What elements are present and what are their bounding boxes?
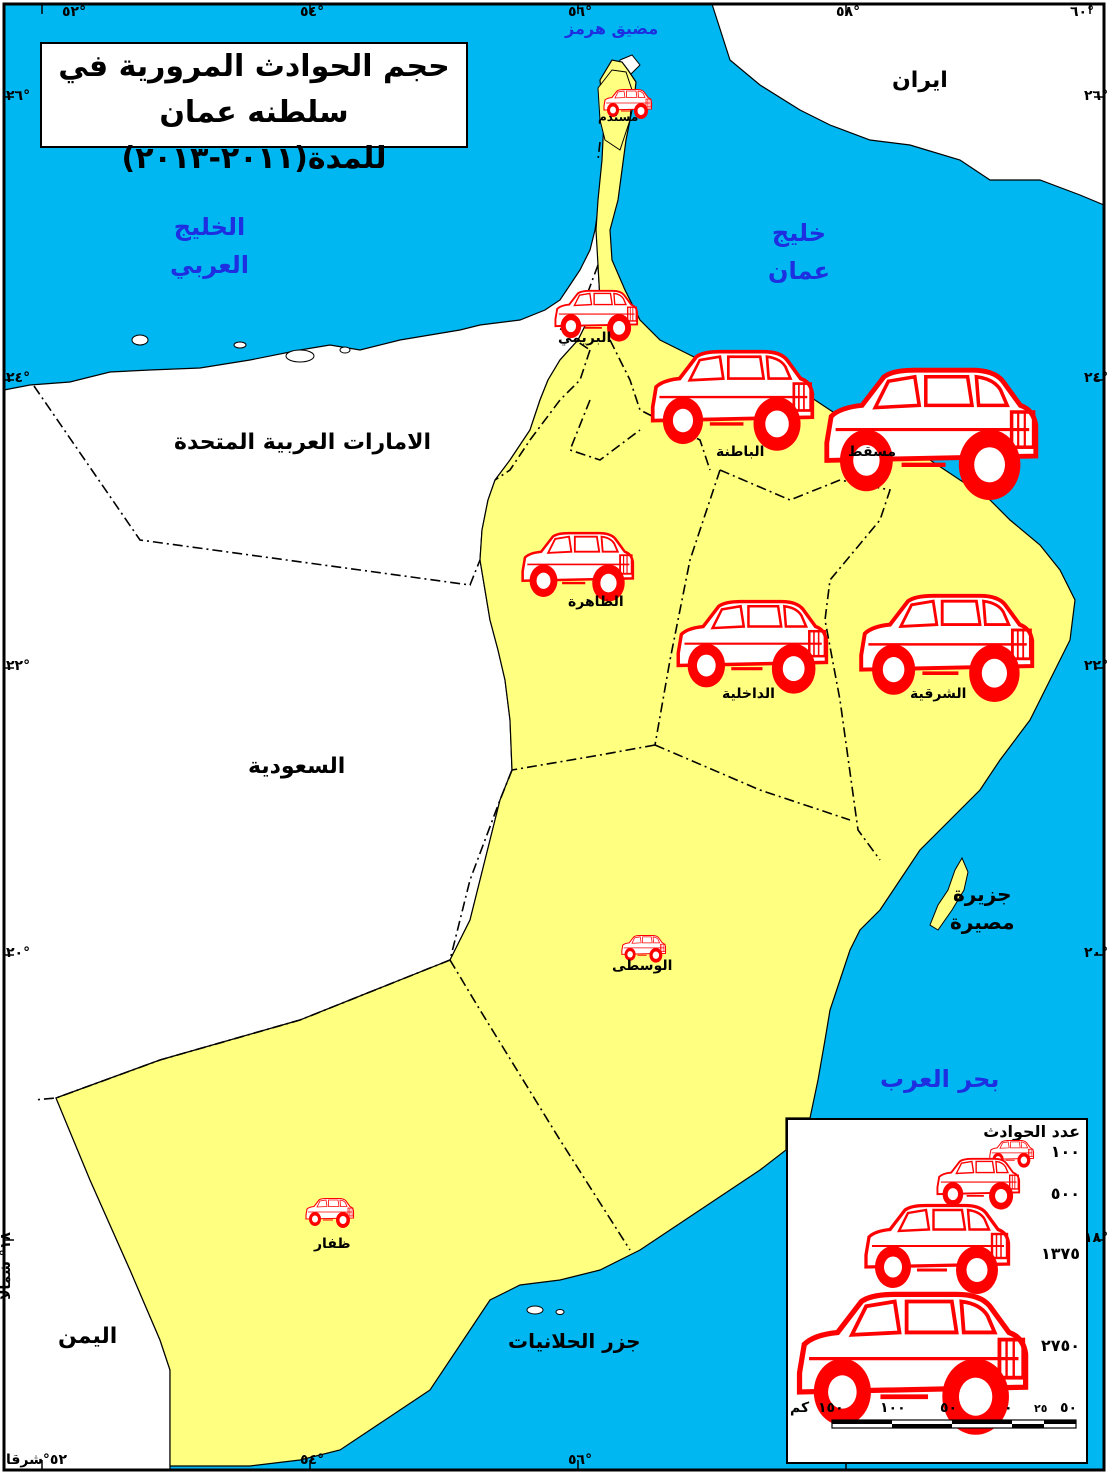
scale-label-100: ١٠٠ [880, 1400, 906, 1416]
scale-label-25: ٢٥ [1034, 1402, 1048, 1415]
label-arabian-sea: بحر العرب [880, 1065, 1000, 1093]
coord-left-24: ٢٤° [6, 370, 31, 386]
label-uae: الامارات العربية المتحدة [174, 430, 432, 455]
legend-value-500: ٥٠٠ [1050, 1184, 1080, 1203]
label-hormuz: مضيق هرمز [565, 19, 659, 38]
label-gulf-of-oman: خليج عمان [768, 219, 830, 285]
coord-right-26: ٢٦° [1084, 88, 1108, 104]
scale-label-50a: ٥٠ [940, 1400, 958, 1416]
label-hallaniyat: جزر الحلانيات [508, 1329, 641, 1353]
legend-title: عدد الحوادث [983, 1122, 1080, 1141]
legend-car-1375 [864, 1203, 1011, 1296]
region-label-musandam: مسندم [598, 110, 639, 124]
scale-unit: كم [790, 1400, 810, 1416]
masirah-island [929, 856, 969, 931]
label-iran: ايران [892, 68, 948, 93]
legend-value-1375: ١٣٧٥ [1040, 1244, 1080, 1263]
label-arabian-gulf: الخليج العربي [170, 213, 250, 279]
coord-top-58: ٥٨° [836, 4, 861, 20]
region-label-batinah: الباطنة [716, 444, 765, 460]
coord-bottom-56: ٥٦° [568, 1452, 593, 1468]
scale-label-50b: ٥٠ [1060, 1400, 1078, 1416]
label-saudi: السعودية [248, 754, 346, 779]
label-yemen: اليمن [58, 1324, 118, 1349]
region-label-muscat: مسقط [848, 444, 896, 460]
map-title: حجم الحوادث المرورية في سلطنه عمان للمدة… [40, 42, 468, 176]
legend-value-2750: ٢٧٥٠ [1040, 1336, 1080, 1355]
coord-top-52: ٥٢° [62, 4, 87, 20]
coord-top-56: ٥٦° [568, 4, 593, 20]
coord-left-26: ٢٦° [6, 88, 31, 104]
region-label-dakhiliyah: الداخلية [722, 686, 775, 702]
coord-right-24: ٢٤° [1084, 370, 1108, 386]
region-label-dhahirah: الظاهرة [568, 594, 624, 610]
iran-land [711, 3, 1105, 206]
coord-right-22: ٢٢° [1084, 658, 1108, 674]
coord-left-20: ٢٠° [6, 945, 31, 961]
coord-bottom-54: ٥٤° [300, 1452, 325, 1468]
legend-car-500 [936, 1157, 1021, 1211]
region-label-buraimi: البريمي [558, 330, 612, 346]
label-masirah: جزيرة مصيرة [950, 882, 1015, 934]
region-label-sharqiyah: الشرقية [910, 686, 967, 702]
region-label-wusta: الوسطى [612, 958, 673, 974]
coord-left-22: ٢٢° [6, 658, 31, 674]
coord-bottom-52: ٥٢°شرقا [6, 1452, 67, 1468]
scale-bar [831, 1419, 1077, 1429]
scale-label-150: ١٥٠ [818, 1400, 844, 1416]
legend: عدد الحوادث ١٠٠ ٥٠٠ ١٣٧٥ ٢٧٥٠ كم ١٥٠ ١٠٠… [786, 1118, 1088, 1464]
coord-top-54: ٥٤° [300, 4, 325, 20]
legend-value-100: ١٠٠ [1050, 1142, 1080, 1161]
coord-right-18: ١٨° [1084, 1230, 1108, 1246]
region-label-dhofar: ظفار [314, 1236, 351, 1252]
scale-label-0: ٠ [1004, 1400, 1013, 1416]
coord-top-60: ٦٠° [1070, 4, 1095, 20]
title-line-2: سلطنه عمان للمدة(٢٠١١-٢٠١٣) [121, 95, 387, 176]
title-line-1: حجم الحوادث المرورية في [58, 49, 450, 84]
coord-left-18: ١٨° شمالاً [0, 1232, 14, 1300]
coord-right-20: ٢٠° [1084, 945, 1108, 961]
